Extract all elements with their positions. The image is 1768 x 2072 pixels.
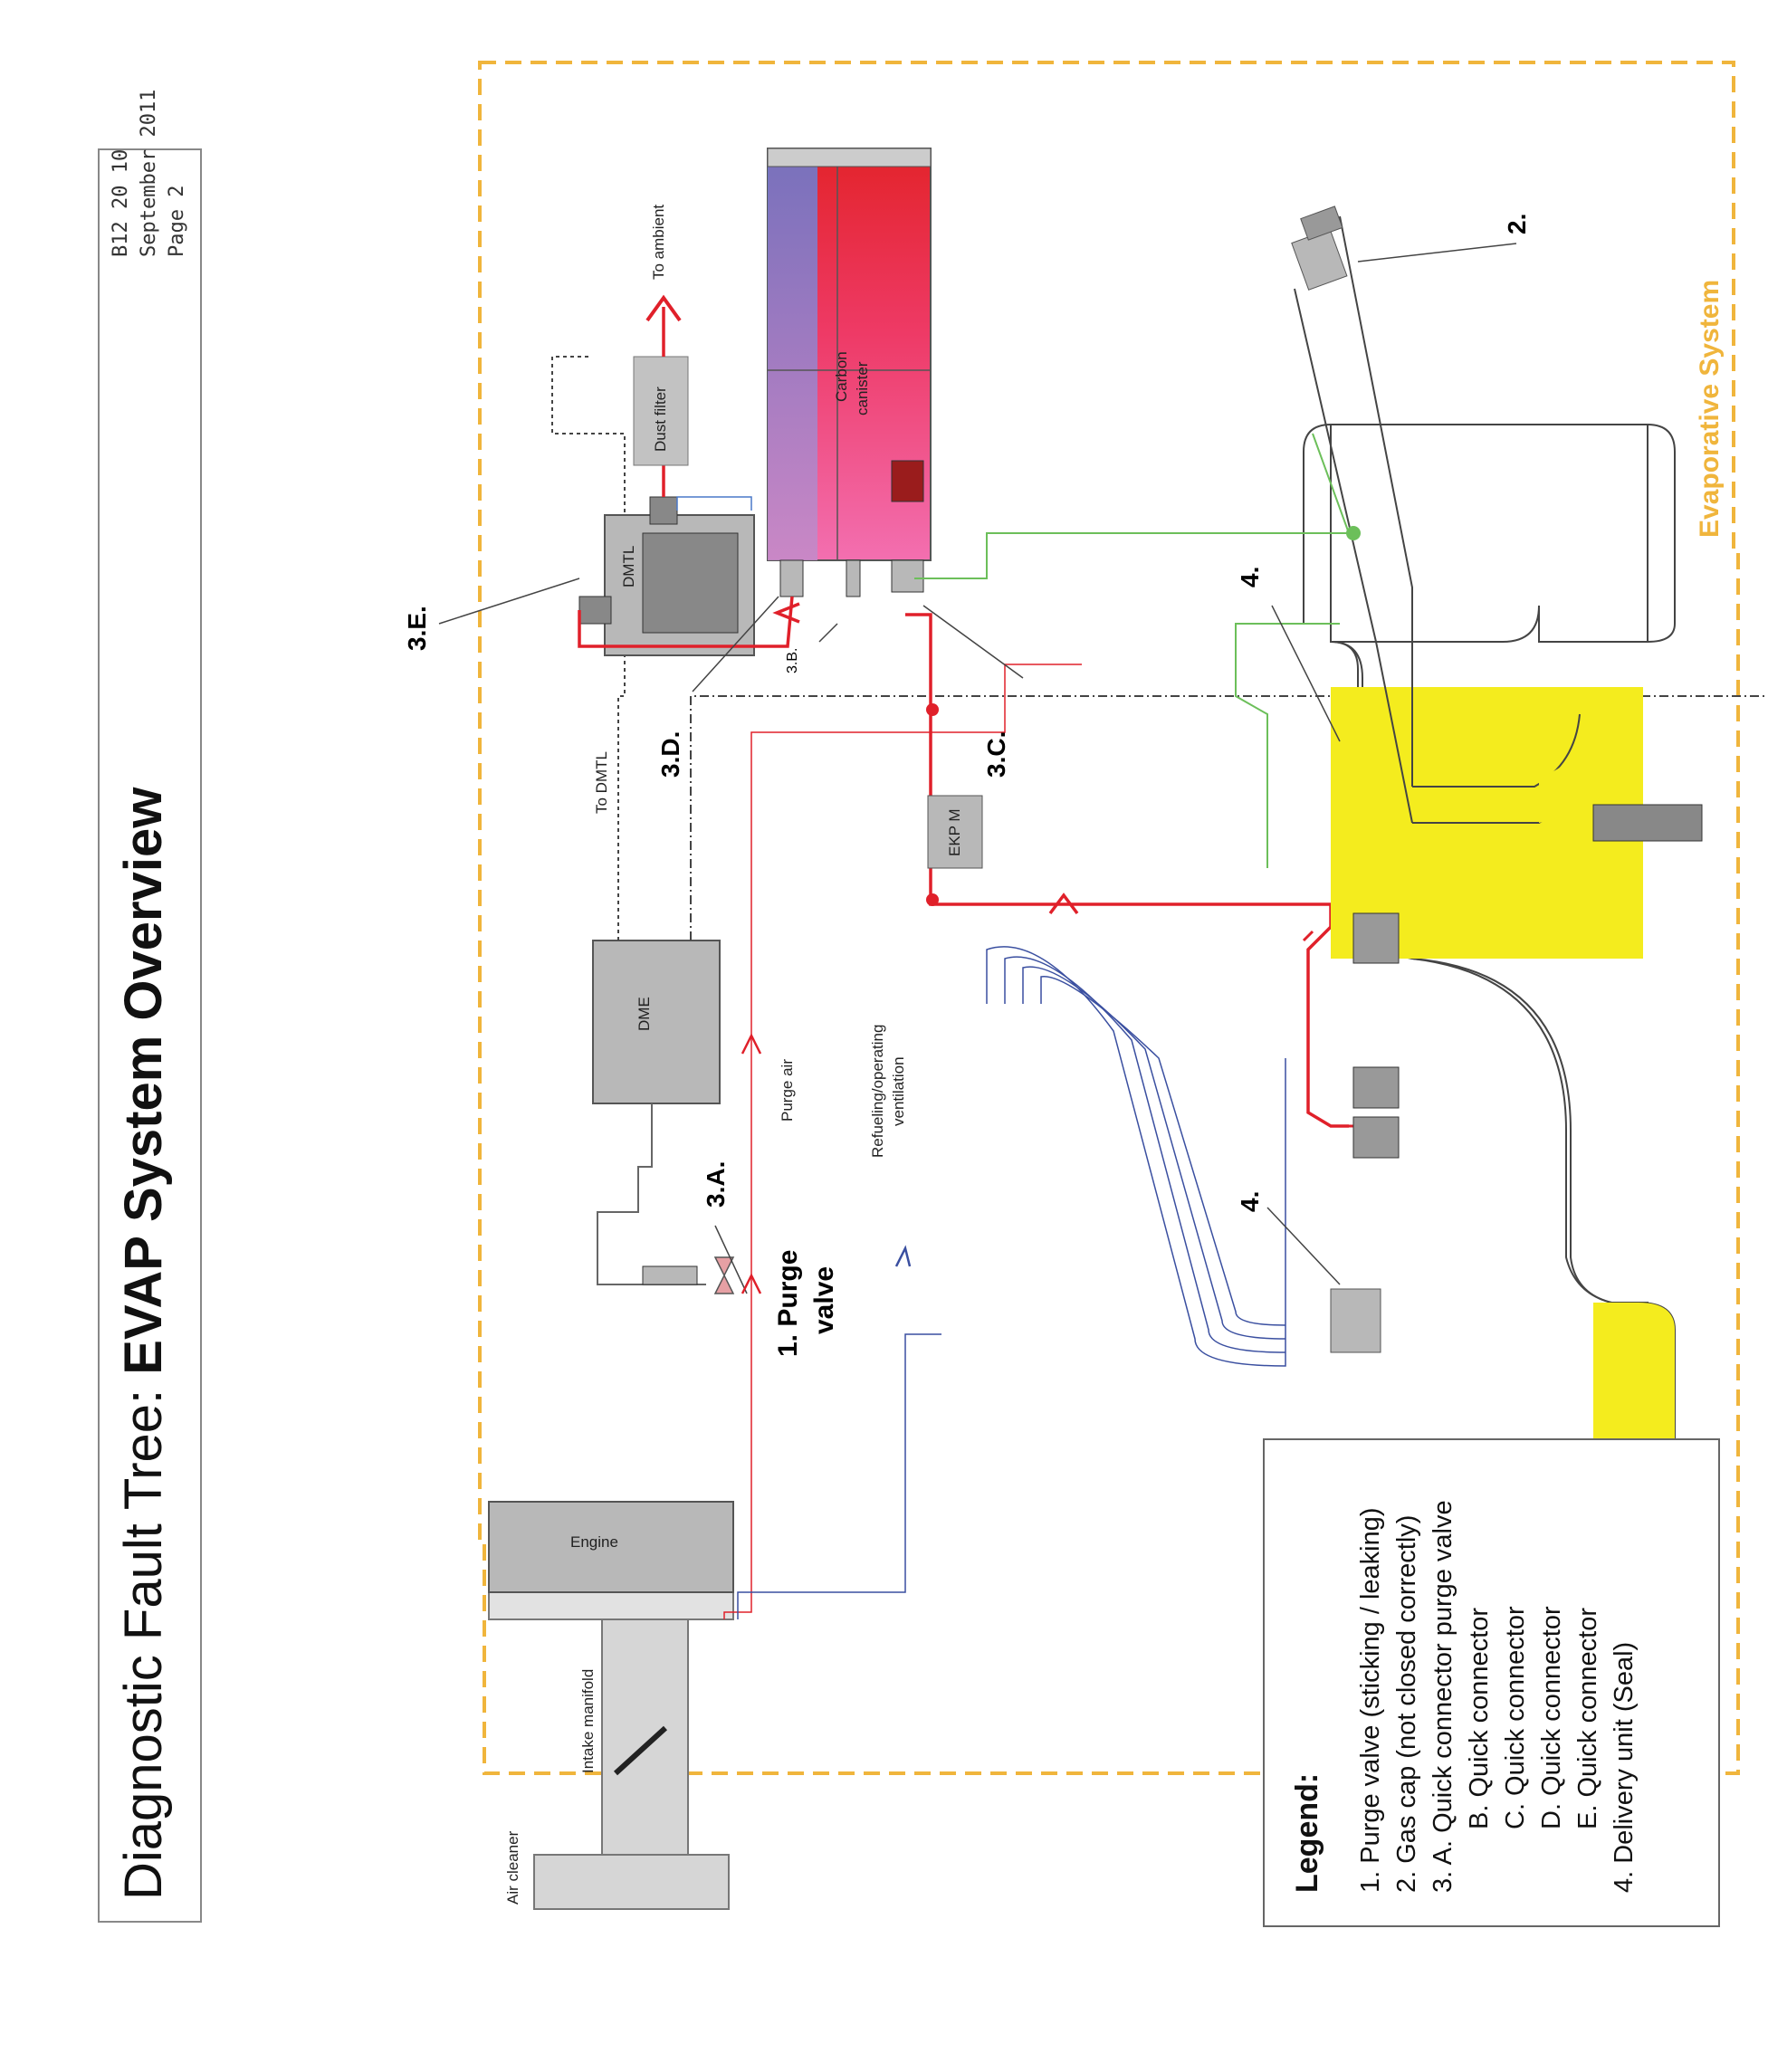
qc-d-callout: 3.D. [656, 731, 684, 778]
dme-to-dmtl-wire [551, 356, 626, 941]
canister-port-dmtl [779, 559, 804, 597]
qc-e-callout: 3.E. [403, 606, 431, 651]
to-ambient-arrow [645, 294, 682, 322]
dme-label: DME [636, 997, 653, 1031]
pump-module [1592, 804, 1703, 842]
ekpm-box [927, 795, 983, 869]
legend-item: 4. Delivery unit (Seal) [1610, 1641, 1639, 1893]
refuel-junction-2 [926, 703, 939, 716]
fuel-feed-line [737, 1333, 941, 1619]
canister-label-2: canister [854, 361, 871, 415]
fuel-lines-curve-2 [1004, 956, 1286, 1353]
engine-base [488, 1591, 734, 1620]
throttle-flap [613, 1725, 668, 1776]
dmtl-vent-link [676, 496, 752, 511]
legend-item: B. Quick connector [1465, 1608, 1494, 1829]
purge-air-arrow-2 [741, 1033, 762, 1055]
purge-air-label: Purge air [779, 1059, 796, 1122]
refuel-junction-1 [926, 893, 939, 906]
intake-manifold-label: Intake manifold [579, 1669, 597, 1773]
purge-valve-callout-2: valve [809, 1266, 839, 1334]
carbon-canister-purge-side [768, 148, 817, 560]
legend-box: Legend: 1. Purge valve (sticking / leaki… [1263, 1438, 1720, 1927]
canister-port-refuel [891, 559, 924, 593]
fuel-lines-curve-4 [1040, 976, 1286, 1326]
canister-cap [767, 148, 932, 167]
canister-label-1: Carbon [833, 351, 850, 402]
canister-port-purge [846, 559, 861, 597]
dmtl-port [578, 596, 612, 625]
filler-neck-yellow [1539, 687, 1643, 823]
delivery-lower-callout: 4. [1236, 1191, 1264, 1212]
purge-valve-solenoid [642, 1265, 698, 1285]
qc-b-callout: 3.B. [785, 648, 800, 673]
engine-label: Engine [570, 1533, 618, 1551]
purge-air-line [723, 664, 1082, 1619]
air-cleaner-label: Air cleaner [504, 1830, 521, 1905]
legend-item: 2. Gas cap (not closed correctly) [1392, 1514, 1421, 1893]
dmtl-vent [649, 496, 678, 525]
gas-cap [1291, 228, 1348, 291]
purge-air-arrow-1 [741, 1273, 762, 1294]
dme-box [592, 940, 721, 1104]
fuel-lines-curve-1 [986, 946, 1286, 1367]
legend-item: 1. Purge valve (sticking / leaking) [1356, 1507, 1385, 1893]
refuel-vent-line-b [1302, 930, 1358, 1128]
qc-d-leader [692, 596, 779, 692]
qc-a-leader [714, 1225, 748, 1294]
to-dmtl-label: To DMTL [593, 751, 610, 814]
level-sender-lower [1352, 1116, 1400, 1159]
purge-valve-callout-1: 1. Purge [773, 1250, 803, 1357]
vent-green-line [914, 433, 1351, 868]
canister-heater [891, 460, 924, 502]
qc-e-leader [438, 578, 580, 625]
qc-a-callout: 3.A. [702, 1161, 730, 1208]
refuel-vent-arrow [1048, 893, 1079, 915]
legend-item: E. Quick connector [1573, 1608, 1602, 1829]
gas-cap-leader [1357, 243, 1517, 263]
legend-item: D. Quick connector [1537, 1606, 1566, 1829]
dust-filter [633, 356, 689, 466]
evaporative-system-label: Evaporative System [1695, 279, 1725, 538]
engine [488, 1501, 734, 1593]
to-ambient-label: To ambient [650, 205, 667, 280]
refuel-label-2: ventilation [890, 1056, 907, 1126]
qc-c-callout: 3.C. [982, 731, 1010, 778]
fuel-feed-arrow [894, 1245, 912, 1267]
legend-heading: Legend: [1290, 1772, 1324, 1893]
dmtl-pump [642, 532, 739, 634]
evap-boundary [478, 61, 1740, 1775]
delivery-upper-leader [1271, 605, 1341, 742]
gas-cap-callout: 2. [1503, 214, 1531, 234]
purge-valve-symbol [713, 1256, 735, 1294]
ekpm-label: EKP M [946, 808, 963, 856]
qc-b-leader [818, 623, 838, 643]
level-sender-mid [1352, 1066, 1400, 1109]
legend-item: C. Quick connector [1501, 1606, 1530, 1829]
dmtl-canister-arrow [772, 602, 800, 624]
qc-c-leader [922, 605, 1024, 679]
refuel-label-1: Refueling/operating [869, 1025, 886, 1158]
delivery-unit-lower [1330, 1288, 1381, 1353]
dme-to-purge-wire [597, 1103, 653, 1285]
fuel-lines-curve-3 [1022, 966, 1286, 1340]
gas-cap-top [1300, 205, 1343, 241]
dmtl-to-canister-line [578, 596, 794, 648]
filler-neck-pipe [1294, 215, 1413, 824]
dust-filter-label: Dust filter [652, 387, 669, 452]
air-cleaner [533, 1854, 730, 1910]
refuel-vent-line [905, 613, 1349, 1128]
dmtl-label: DMTL [620, 546, 637, 587]
delivery-lower-leader [1266, 1207, 1341, 1285]
legend-item: 3. A. Quick connector purge valve [1429, 1500, 1457, 1893]
vent-green-junction [1346, 526, 1361, 540]
delivery-upper-callout: 4. [1236, 567, 1264, 587]
level-sender-upper [1352, 912, 1400, 964]
intake-manifold [601, 1618, 689, 1856]
